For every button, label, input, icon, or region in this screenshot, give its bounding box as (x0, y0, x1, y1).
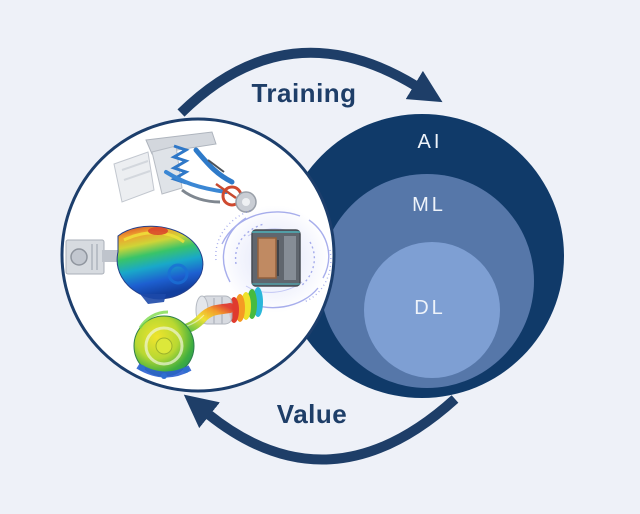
training-arrow (177, 47, 443, 117)
ai-label: AI (417, 131, 443, 153)
training-label: Training (251, 78, 357, 108)
value-arrow (183, 394, 459, 465)
ml-label: ML (412, 194, 446, 216)
dl-circle (364, 242, 500, 378)
value-label: Value (276, 399, 348, 429)
transformer-electromagnetic-simulation-image (215, 205, 332, 313)
powertrain-thermal-simulation-image (65, 225, 204, 304)
dl-label: DL (414, 297, 446, 319)
turbomachinery-flow-simulation-image (133, 287, 263, 379)
suspension-rig-simulation-image (113, 131, 257, 213)
